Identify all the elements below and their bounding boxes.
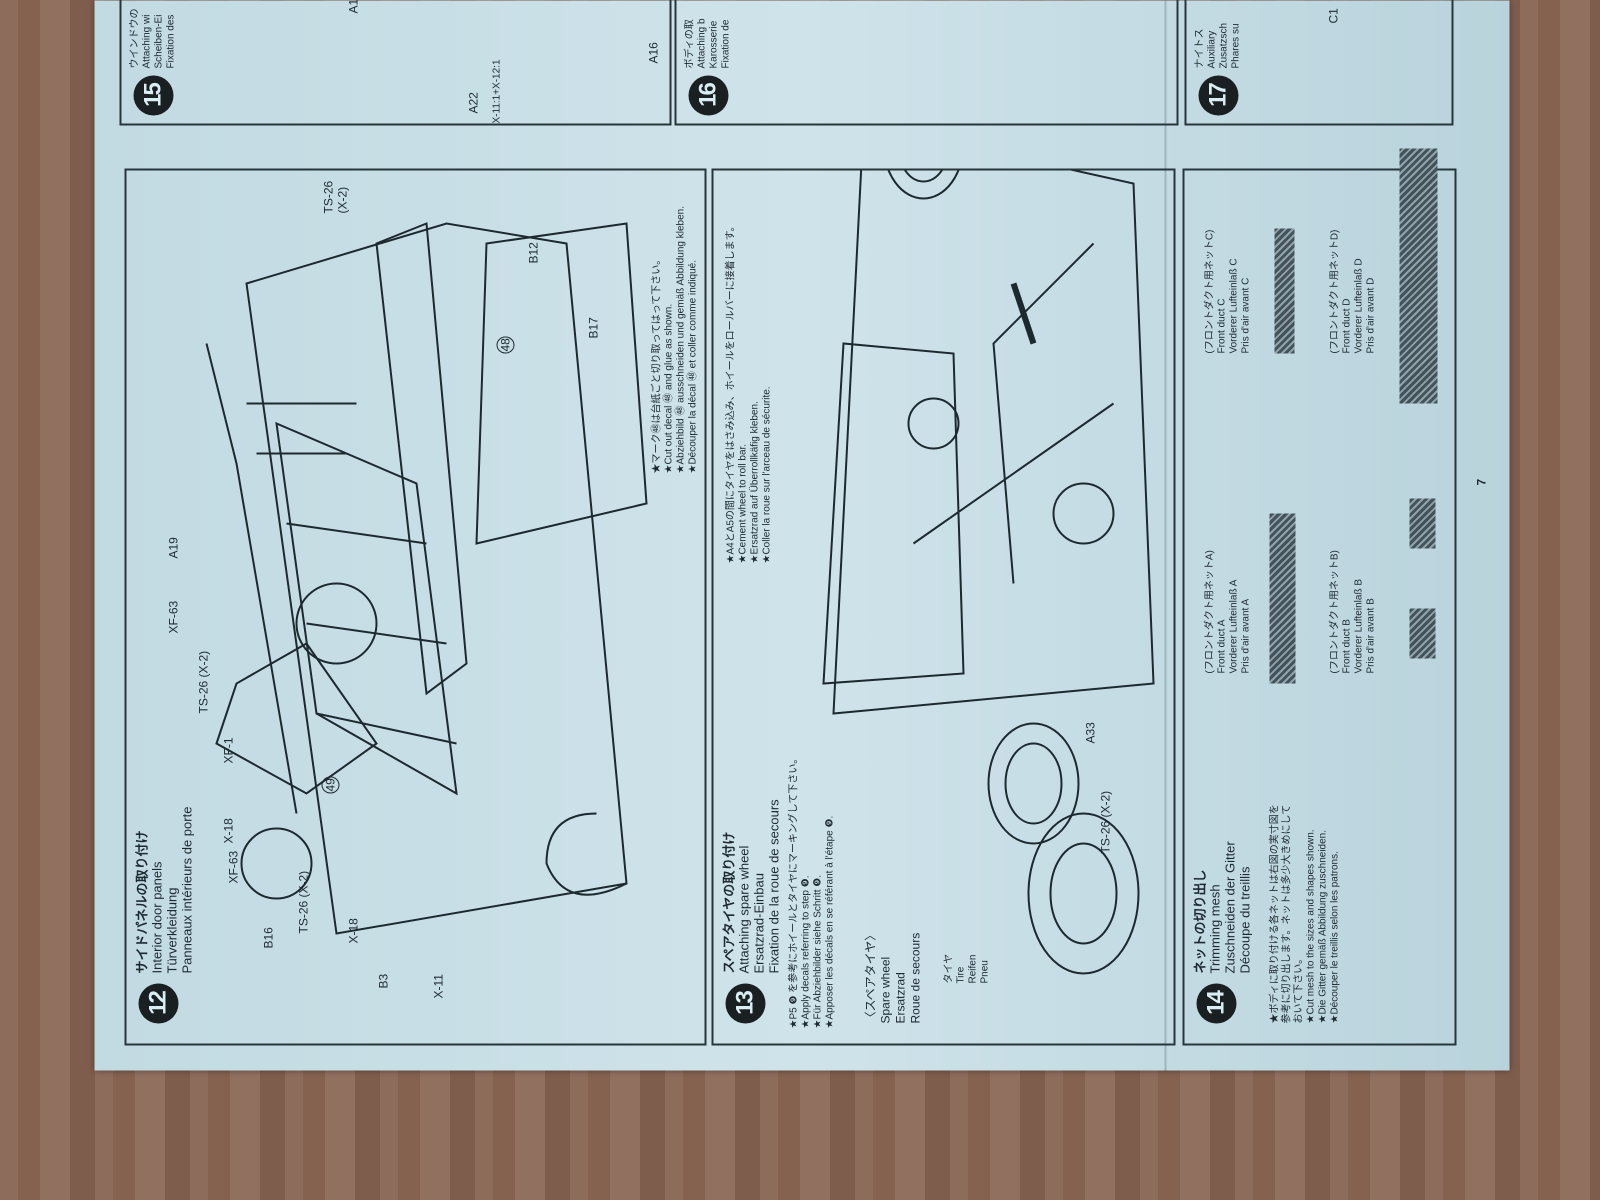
interior-assembly-diagram [205,222,648,935]
mesh-d [1399,148,1438,404]
paint-label: TS-26 (X-2) [1098,790,1113,854]
part-label: B16 [261,927,276,949]
part-label: A1 [346,0,361,14]
step-number: 15 [133,75,174,116]
part-label: C1 [1326,8,1341,24]
paint-label: XF-63 [166,600,181,634]
step-13-panel: 13 スペアタイヤの取り付け Attaching spare wheel Ers… [711,168,1176,1046]
paint-label: TS-26 (X-2) [321,180,350,214]
part-label: A22 [466,92,481,114]
decal-number: 49 [321,776,340,794]
part-label: B3 [376,973,391,989]
part-label: B12 [526,242,541,264]
paint-label: XF-63 [226,850,241,884]
part-label: A33 [1083,722,1098,744]
step-number: 17 [1198,75,1239,116]
mesh-b [1409,608,1436,659]
paint-label: X-11:1+X-12:1 [491,59,503,124]
paint-label: X-18 [346,918,361,944]
step-notes: ★A4とA5の間にタイヤをはさみ込み、ホイールをロールバーに接着します。 ★Ce… [725,221,773,564]
mesh-c [1274,228,1295,354]
paint-label: X-18 [221,818,236,844]
decal-number: 48 [496,336,515,354]
paint-label: TS-26 (X-2) [296,870,311,934]
step-12-panel: 12 サイドパネルの取り付け Interior door panels Türv… [124,168,707,1046]
step-heading: ネットの切り出し Trimming mesh Zuschneiden der G… [1192,841,1253,974]
spare-wheel-diagram [822,170,1155,975]
step-notes: ★マーク㊽は台紙ごと切り取ってはって下さい。 ★Cut out decal ㊽ … [651,206,699,474]
step-14-panel: 14 ネットの切り出し Trimming mesh Zuschneiden de… [1182,148,1457,1046]
page-number: 7 [1474,478,1489,486]
paint-label: TS-26 (X-2) [196,650,211,714]
step-number: 16 [688,75,729,116]
paint-label: X-11 [431,974,446,999]
part-label: A16 [646,42,661,64]
instruction-sheet: 12 サイドパネルの取り付け Interior door panels Türv… [94,0,1510,1071]
step-number: 14 [1196,983,1237,1024]
paint-label: XF-1 [221,737,236,764]
mesh-a [1269,513,1296,684]
mesh-b2 [1409,498,1436,549]
part-label: A19 [166,537,181,559]
step-notes: ★ボディに取り付ける各ネットは右図の実寸図を参考に切り出します。ネットは多少大き… [1269,804,1341,1024]
part-label: B17 [586,317,601,339]
